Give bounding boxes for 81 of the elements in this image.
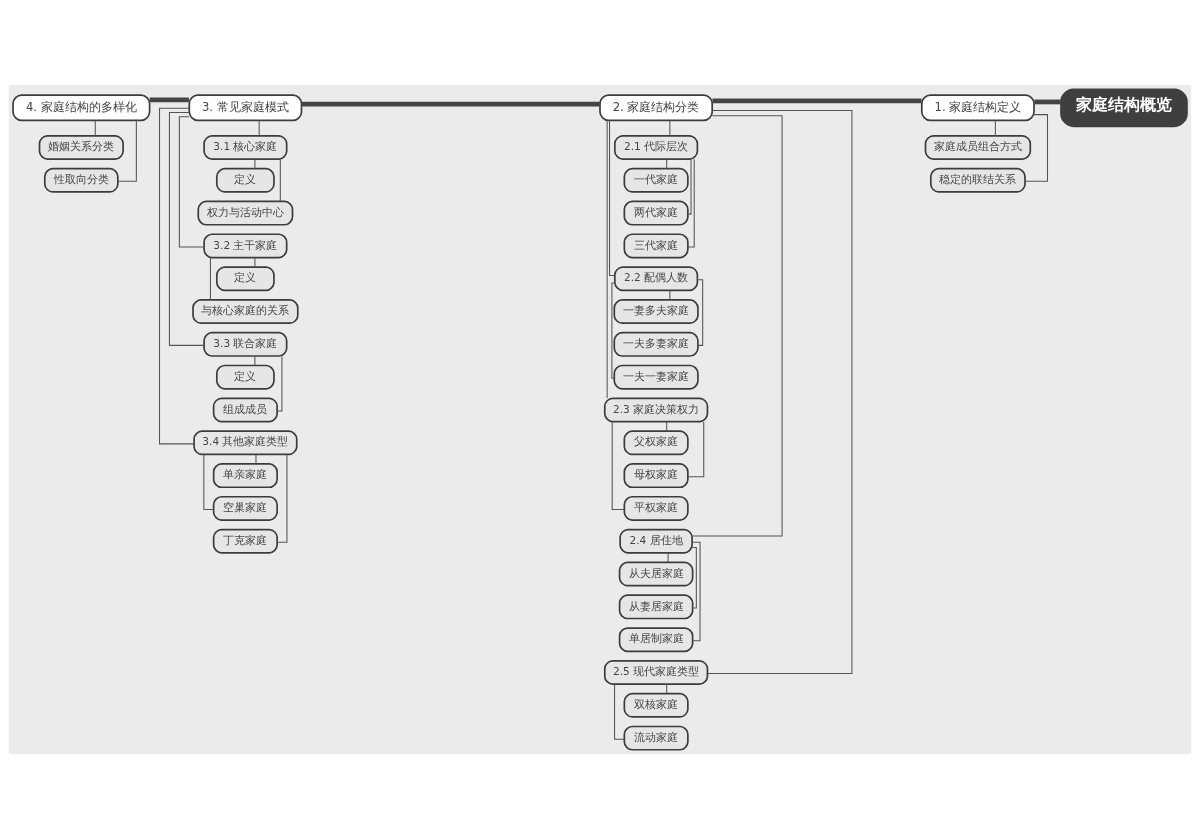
node-box: 1. 家庭结构定义 [920, 93, 1035, 121]
connector [707, 109, 853, 674]
connector [691, 541, 701, 641]
node-box: 单亲家庭 [212, 462, 278, 488]
node-box: 流动家庭 [623, 725, 689, 751]
node-box: 稳定的联结关系 [929, 167, 1026, 193]
connector [254, 158, 256, 169]
node-box: 权力与活动中心 [197, 200, 294, 226]
connector [276, 355, 283, 412]
node-box: 两代家庭 [623, 200, 689, 226]
node-box: 从妻居家庭 [618, 593, 694, 619]
node-box: 3. 常见家庭模式 [188, 93, 303, 121]
connector [203, 453, 214, 510]
connector [94, 119, 96, 136]
connector [1024, 113, 1049, 182]
connector [255, 453, 257, 464]
node-box: 丁克家庭 [212, 528, 278, 554]
connector [606, 119, 608, 399]
node-box: 双核家庭 [623, 692, 689, 718]
connector [687, 420, 705, 477]
node-box: 与核心家庭的关系 [192, 298, 299, 324]
node-box: 2.4 居住地 [619, 528, 693, 554]
connector [168, 111, 205, 346]
connector [666, 158, 668, 169]
connector [611, 420, 625, 510]
node-box: 定义 [215, 364, 275, 390]
connector [697, 278, 704, 346]
node-box: 一夫多妻家庭 [613, 331, 699, 357]
node-box: 一夫一妻家庭 [613, 364, 699, 390]
node-box: 2.5 现代家庭类型 [603, 659, 709, 685]
connector [614, 683, 625, 740]
node-box: 家庭成员组合方式 [924, 134, 1032, 160]
node-box: 三代家庭 [623, 232, 689, 258]
connector [691, 546, 697, 608]
node-box: 母权家庭 [623, 462, 689, 488]
connector [669, 119, 671, 136]
connector [254, 256, 256, 267]
node-box: 3.1 核心家庭 [203, 134, 288, 160]
node-box: 性取向分类 [43, 167, 119, 193]
connector [712, 98, 922, 103]
connector [117, 119, 137, 182]
connector [178, 115, 205, 247]
node-box: 定义 [215, 167, 275, 193]
node-box: 2.1 代际层次 [613, 134, 699, 160]
connector [667, 552, 669, 563]
node-box: 婚姻关系分类 [38, 134, 124, 160]
node-box: 定义 [215, 265, 275, 291]
node-box: 组成成员 [212, 397, 278, 422]
node-box: 平权家庭 [623, 495, 689, 521]
connector [687, 158, 695, 247]
node-box: 2.2 配偶人数 [613, 265, 699, 291]
connector [669, 289, 671, 300]
node-box: 3.4 其他家庭类型 [193, 429, 298, 455]
node-box: 一代家庭 [623, 167, 689, 193]
connector [1034, 99, 1061, 104]
connector [209, 256, 211, 300]
connector [276, 453, 288, 543]
node-box: 家庭结构概览 [1060, 87, 1188, 127]
connector [149, 96, 189, 102]
node-box: 3.2 主干家庭 [203, 232, 288, 258]
node-box: 空巢家庭 [212, 495, 278, 521]
connector [609, 119, 616, 276]
connector [611, 281, 616, 379]
node-box: 4. 家庭结构的多样化 [12, 93, 151, 121]
connector [258, 119, 260, 136]
node-box: 父权家庭 [623, 429, 689, 455]
node-box: 单居制家庭 [618, 626, 694, 652]
node-box: 从夫居家庭 [618, 561, 694, 587]
connector [279, 158, 281, 202]
connector [994, 119, 996, 136]
connector [666, 683, 668, 694]
connector [666, 420, 668, 431]
node-box: 2. 家庭结构分类 [599, 93, 714, 121]
connector [687, 158, 692, 215]
connector [301, 101, 600, 106]
connector [159, 107, 195, 444]
connector [691, 114, 783, 536]
node-box: 一妻多夫家庭 [613, 298, 699, 324]
node-box: 3.3 联合家庭 [203, 331, 288, 357]
connector [254, 355, 256, 366]
node-box: 2.3 家庭决策权力 [603, 397, 709, 422]
